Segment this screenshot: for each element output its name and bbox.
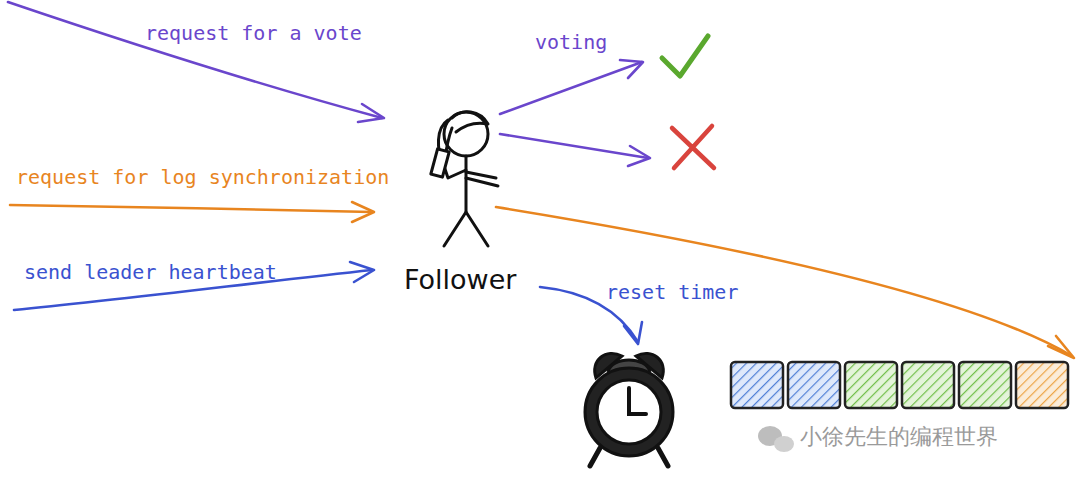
arrow-label: voting (535, 31, 607, 54)
log-entries (731, 362, 1068, 408)
log-sync-arrow (10, 205, 372, 212)
check-mark (662, 36, 708, 76)
wechat-icon (758, 426, 794, 452)
watermark: 小徐先生的编程世界 (800, 424, 998, 449)
follower-figure (431, 112, 498, 246)
voting-arrow (500, 62, 642, 114)
alarm-clock (585, 353, 673, 466)
node-text: Follower (404, 264, 516, 295)
log-arrow (496, 207, 1072, 356)
arrow-label: reset timer (606, 281, 738, 304)
vote-arrow (8, 2, 382, 118)
cross-mark (672, 126, 714, 168)
actor-label: Follower (404, 264, 516, 295)
arrow-label: send leader heartbeat (24, 261, 277, 284)
arrow-label: request for a vote (145, 22, 362, 45)
voting-arrow (500, 134, 648, 158)
arrow-label: request for log synchronization (16, 166, 389, 189)
